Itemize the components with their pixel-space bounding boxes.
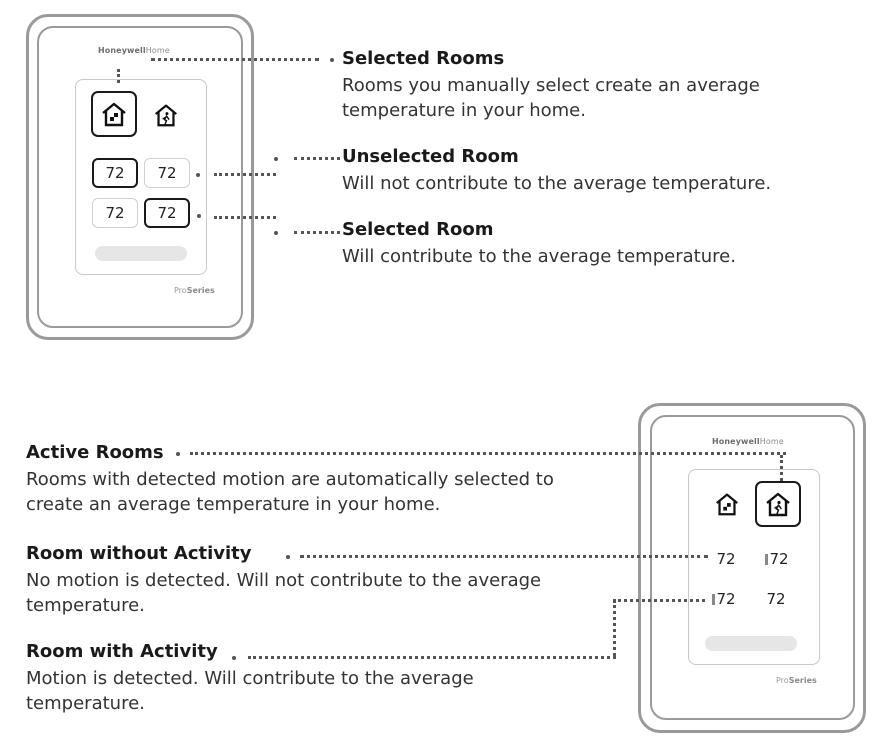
callout-heading: Room with Activity bbox=[26, 641, 218, 662]
bottom-connector-vertical bbox=[780, 455, 783, 481]
callout-description: Rooms with detected motion are automatic… bbox=[26, 469, 554, 515]
callout-description: Will not contribute to the average tempe… bbox=[342, 173, 772, 194]
callout-heading: Active Rooms bbox=[26, 442, 164, 463]
house-motion-icon bbox=[766, 492, 790, 517]
top-room-tile-1[interactable]: 72 bbox=[92, 158, 138, 188]
top-brand-bold: Honeywell bbox=[98, 46, 146, 55]
callout-description: Motion is detected. Will contribute to t… bbox=[26, 668, 474, 714]
top-room-tile-3[interactable]: 72 bbox=[92, 198, 138, 228]
bottom-brand-light: Home bbox=[759, 437, 784, 446]
motion-indicator-icon bbox=[712, 593, 716, 605]
callout-heading: Selected Rooms bbox=[342, 48, 505, 69]
callout-heading: Unselected Room bbox=[342, 146, 519, 167]
callout-description: Rooms you manually select create an aver… bbox=[342, 75, 760, 121]
connector-dot bbox=[330, 58, 334, 62]
connector-dot bbox=[196, 173, 200, 177]
bottom-device-brand: HoneywellHome bbox=[712, 437, 784, 446]
top-connector-selected-rooms bbox=[151, 58, 319, 61]
bottom-connector-activity-vertical bbox=[613, 600, 616, 656]
connector-dot bbox=[176, 452, 180, 456]
top-device-status-bar bbox=[95, 246, 187, 261]
motion-indicator-icon bbox=[765, 553, 769, 565]
bottom-connector-no-activity bbox=[300, 555, 708, 558]
active-rooms-mode-button[interactable] bbox=[755, 481, 801, 527]
top-room-tile-4[interactable]: 72 bbox=[144, 198, 190, 228]
top-device-brand: HoneywellHome bbox=[98, 46, 170, 55]
top-connector-unselected bbox=[214, 173, 276, 176]
bottom-device-inner-frame bbox=[650, 415, 855, 720]
top-connector-vertical bbox=[117, 69, 120, 83]
bottom-device-screen bbox=[688, 469, 820, 665]
bottom-device-status-bar bbox=[705, 636, 797, 651]
top-device-inner-frame bbox=[37, 26, 243, 328]
top-device-outer-frame bbox=[26, 14, 254, 340]
bottom-device-series: ProSeries bbox=[776, 676, 817, 685]
top-series-bold: Series bbox=[186, 286, 215, 295]
bottom-room-tile-3[interactable]: 72 bbox=[700, 584, 748, 614]
bottom-brand-bold: Honeywell bbox=[712, 437, 760, 446]
bottom-series-bold: Series bbox=[788, 676, 817, 685]
bottom-connector-active-rooms bbox=[190, 452, 786, 455]
bottom-room-tile-2-value: 72 bbox=[769, 550, 789, 568]
top-connector-selected-2 bbox=[294, 231, 340, 234]
house-motion-icon bbox=[155, 104, 177, 127]
callout-description: Will contribute to the average temperatu… bbox=[342, 246, 736, 267]
bottom-series-light: Pro bbox=[776, 676, 789, 685]
callout-heading: Room without Activity bbox=[26, 543, 252, 564]
active-rooms-mode-button[interactable] bbox=[151, 100, 181, 130]
connector-dot bbox=[232, 656, 236, 660]
bottom-room-tile-2[interactable]: 72 bbox=[752, 544, 802, 574]
bottom-device-outer-frame bbox=[638, 403, 866, 733]
connector-dot bbox=[286, 555, 290, 559]
connector-dot bbox=[197, 214, 201, 218]
house-selected-rooms-icon bbox=[716, 493, 738, 516]
callout-heading: Selected Room bbox=[342, 219, 494, 240]
bottom-room-tile-3-value: 72 bbox=[716, 590, 736, 608]
bottom-room-tile-4[interactable]: 72 bbox=[766, 590, 786, 608]
connector-dot bbox=[274, 231, 278, 235]
top-connector-selected bbox=[214, 216, 276, 219]
top-device-screen bbox=[75, 79, 207, 275]
bottom-connector-activity-top bbox=[613, 599, 705, 602]
bottom-connector-activity bbox=[248, 656, 616, 659]
top-connector-unselected-2 bbox=[294, 157, 340, 160]
top-series-light: Pro bbox=[174, 286, 187, 295]
connector-dot bbox=[274, 157, 278, 161]
selected-rooms-mode-button[interactable] bbox=[712, 489, 742, 519]
bottom-room-tile-1[interactable]: 72 bbox=[716, 550, 736, 568]
house-selected-rooms-icon bbox=[102, 102, 126, 127]
top-device-series: ProSeries bbox=[174, 286, 215, 295]
callout-description: No motion is detected. Will not contribu… bbox=[26, 570, 542, 616]
top-room-tile-2[interactable]: 72 bbox=[144, 158, 190, 188]
top-brand-light: Home bbox=[145, 46, 170, 55]
selected-rooms-mode-button[interactable] bbox=[91, 91, 137, 137]
